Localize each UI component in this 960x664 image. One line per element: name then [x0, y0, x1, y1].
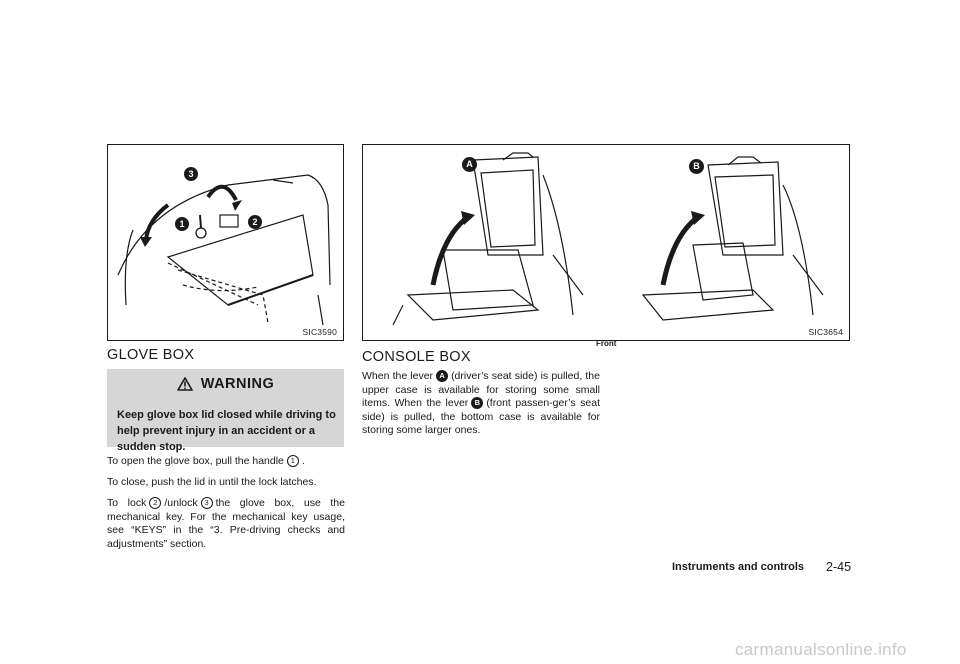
- warning-header: WARNING: [107, 369, 344, 398]
- figure-caption-front: Front: [596, 339, 617, 348]
- ref-2: 2: [149, 497, 162, 509]
- text: /unlock: [164, 497, 198, 509]
- warning-text: Keep glove box lid closed while driving …: [117, 409, 336, 453]
- text: When the lever: [362, 370, 434, 382]
- ref-A: A: [436, 370, 449, 382]
- watermark: carmanualsonline.info: [735, 640, 907, 659]
- page-number: 2-45: [826, 560, 852, 574]
- glove-box-figure: 3 1 2 SIC3590: [107, 144, 344, 341]
- callout-2: 2: [248, 215, 262, 229]
- glove-box-illustration: [117, 174, 331, 326]
- text: .: [301, 455, 305, 467]
- console-box-title: CONSOLE BOX: [362, 349, 471, 365]
- callout-B: B: [689, 159, 704, 174]
- ref-1: 1: [286, 455, 299, 467]
- callout-A: A: [462, 157, 477, 172]
- ref-B: B: [471, 397, 484, 409]
- callout-1: 1: [175, 217, 189, 231]
- warning-label: WARNING: [200, 375, 275, 392]
- warning-box: WARNING Keep glove box lid closed while …: [107, 369, 344, 453]
- warning-triangle-icon: [176, 376, 193, 391]
- text: the glove box, use the mechanical key. F…: [107, 497, 345, 550]
- figure-code: SIC3590: [302, 327, 337, 337]
- console-box-illustration: [392, 152, 824, 326]
- text: To lock: [107, 497, 147, 509]
- glove-box-title: GLOVE BOX: [107, 347, 195, 363]
- figure-code: SIC3654: [808, 327, 843, 337]
- text: (driver’s seat side) is pulled, the uppe…: [362, 370, 600, 409]
- glove-box-para-close: To close, push the lid in until the lock…: [107, 476, 317, 488]
- text: (front passen-ger’s seat side) is pulled…: [362, 397, 600, 436]
- text: To open the glove box, pull the handle: [107, 455, 284, 467]
- footer-section: Instruments and controls: [672, 561, 805, 573]
- callout-3: 3: [184, 167, 198, 181]
- console-box-figure: A B SIC3654: [362, 144, 850, 341]
- ref-3: 3: [200, 497, 213, 509]
